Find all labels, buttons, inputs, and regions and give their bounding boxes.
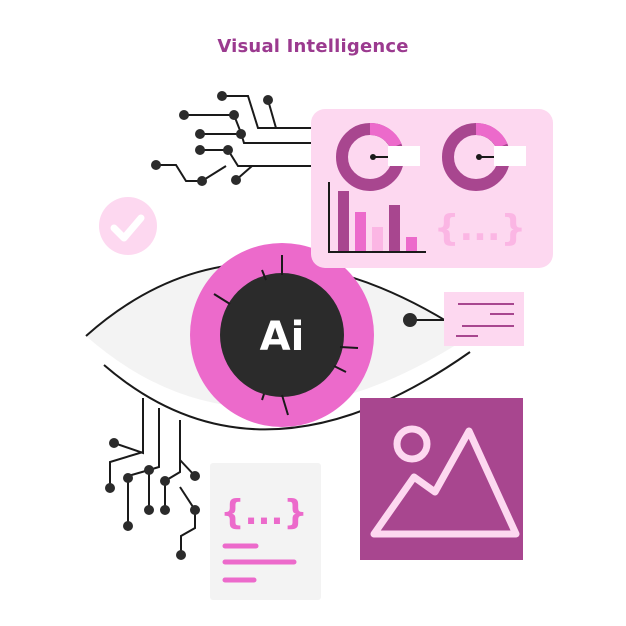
- circuit-top-nodes: [151, 91, 273, 186]
- connector: [403, 313, 444, 327]
- circuit-bottom-icon: [109, 398, 196, 555]
- dashboard-card: {...}: [311, 109, 553, 268]
- image-icon: [360, 398, 523, 560]
- check-icon: [99, 197, 157, 255]
- circuit-bottom-nodes: [105, 438, 200, 560]
- text-lines-card: [444, 292, 524, 346]
- code-document-card: {...}: [210, 463, 321, 600]
- donut-chart-icon: [442, 122, 526, 191]
- circuit-top-icon: [156, 95, 312, 182]
- eye-icon: Ai: [85, 243, 471, 431]
- page-title: Visual Intelligence: [217, 36, 409, 57]
- ai-label: Ai: [260, 314, 305, 360]
- code-braces-icon: {...}: [220, 493, 307, 533]
- donut-chart-icon: [336, 122, 420, 191]
- code-braces-icon: {...}: [434, 208, 526, 249]
- bar-chart-icon: [328, 182, 426, 253]
